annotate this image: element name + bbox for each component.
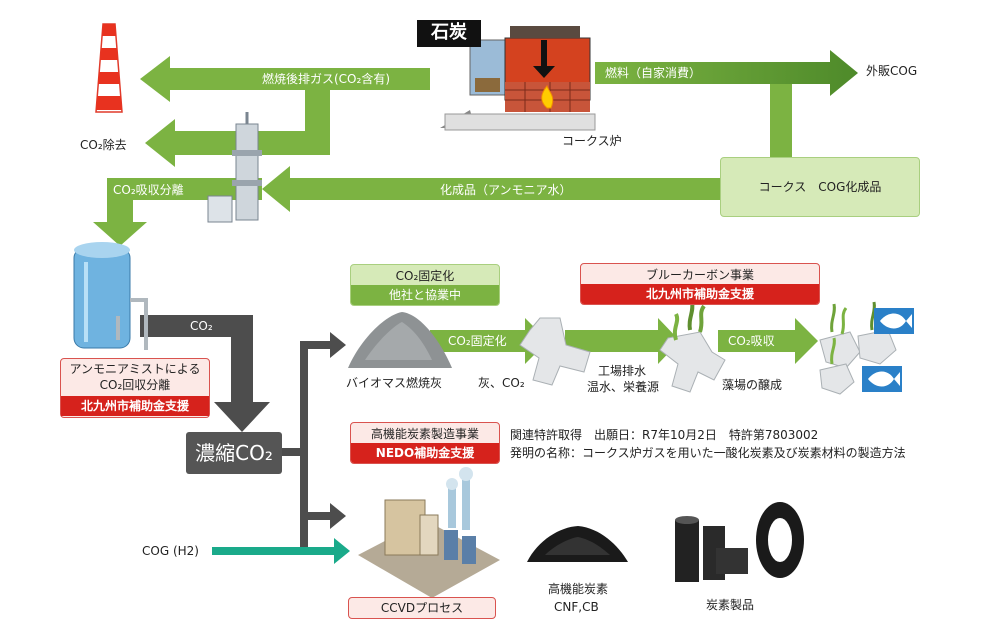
co2-absorption-arrow xyxy=(718,318,818,364)
cog-h2-arrow xyxy=(212,538,350,564)
coke-oven-label: コークス炉 xyxy=(562,134,622,148)
ammonia-tank-icon xyxy=(73,242,148,350)
tetrapod-icon xyxy=(519,317,591,386)
coal-label: 石炭 xyxy=(417,20,481,47)
concentrated-co2-box: 濃縮CO₂ xyxy=(186,432,282,474)
co2-flow-label: CO₂ xyxy=(190,319,213,333)
absorption-tower-icon xyxy=(207,112,262,223)
co2-removal-label: CO₂除去 xyxy=(80,138,127,152)
fish-icon-2 xyxy=(862,366,902,392)
biomass-ash-label: バイオマス燃焼灰 xyxy=(346,376,443,390)
to-biomass-arrow xyxy=(300,332,346,358)
external-cog-label: 外販COG xyxy=(866,64,918,78)
fish-icon-1 xyxy=(874,308,914,334)
cog-h2-label: COG (H2) xyxy=(142,544,199,558)
carbon-material-icon xyxy=(527,526,628,562)
co2-fixation-box: CO₂固定化 他社と協業中 xyxy=(350,264,500,306)
coke-oven-icon xyxy=(440,26,596,131)
co2-removal-arrow xyxy=(145,90,330,167)
chemical-products-arrow xyxy=(262,166,720,212)
carbon-products-label: 炭素製品 xyxy=(706,598,755,612)
kitakyushu-subsidy-badge-1: 北九州市補助金支援 xyxy=(61,396,209,416)
seaweed-cluster-icon xyxy=(819,301,897,395)
to-ccvd-arrow xyxy=(300,503,346,529)
co2-absorb-sep-label: CO₂吸収分離 xyxy=(113,183,184,197)
tetrapod-seaweed-icon xyxy=(659,301,726,393)
co2-fixation-arrow-label: CO₂固定化 xyxy=(448,334,507,348)
concentrated-co2-label: 濃縮CO₂ xyxy=(195,441,273,465)
concentrated-to-trunk xyxy=(280,448,304,456)
distribution-trunk xyxy=(300,345,308,550)
carbon-products-icon xyxy=(675,502,804,582)
patent-line2: 発明の名称：コークス炉ガスを用いた一酸化炭素及び炭素材料の製造方法 xyxy=(510,446,906,460)
blue-carbon-box: ブルーカーボン事業 北九州市補助金支援 xyxy=(580,263,820,305)
ccvd-process-label: CCVDプロセス xyxy=(380,601,464,615)
flue-gas-arrow xyxy=(140,56,430,102)
patent-line1: 関連特許取得 出願日：R7年10月2日 特許第7803002 xyxy=(510,428,819,442)
fuel-label: 燃料（自家消費） xyxy=(605,66,702,80)
ash-pile-icon xyxy=(348,312,452,368)
ammonia-mist-box: アンモニアミストによる CO₂回収分離 北九州市補助金支援 xyxy=(60,358,210,418)
ammonia-mist-line1: アンモニアミストによる xyxy=(69,362,201,376)
blue-carbon-title: ブルーカーボン事業 xyxy=(645,268,754,282)
flue-gas-label: 燃焼後排ガス(CO₂含有) xyxy=(262,72,390,86)
factory-wastewater-line2: 温水、栄養源 xyxy=(587,380,660,394)
ammonia-mist-line2: CO₂回収分離 xyxy=(99,378,171,392)
co2-absorption-arrow-label: CO₂吸収 xyxy=(728,334,775,348)
co2-fixation-title: CO₂固定化 xyxy=(395,269,455,283)
kitakyushu-subsidy-badge-2: 北九州市補助金支援 xyxy=(581,284,819,304)
co2-fixation-arrow xyxy=(430,318,548,364)
coke-cog-products-box: コークス COG化成品 xyxy=(720,157,920,217)
hf-carbon-line1: 高機能炭素 xyxy=(548,582,609,596)
high-func-title: 高機能炭素製造事業 xyxy=(370,427,479,441)
ccvd-plant-icon xyxy=(358,467,500,598)
co2-absorb-arrow xyxy=(93,178,262,246)
seaweed-bed-label: 藻場の醸成 xyxy=(722,378,783,392)
factory-wastewater-line1: 工場排水 xyxy=(598,364,647,378)
nedo-subsidy-badge: NEDO補助金支援 xyxy=(351,443,499,463)
wastewater-arrow xyxy=(565,318,680,364)
co2-flow-arrow xyxy=(140,315,270,432)
coke-cog-products-label: コークス COG化成品 xyxy=(758,180,882,194)
ccvd-process-box: CCVDプロセス xyxy=(348,597,496,619)
fuel-to-coke-connector xyxy=(770,84,792,159)
chemical-products-label: 化成品（アンモニア水） xyxy=(440,183,572,197)
chimney-icon xyxy=(95,23,123,113)
hf-carbon-line2: CNF,CB xyxy=(554,600,599,614)
ash-co2-label: 灰、CO₂ xyxy=(478,376,525,390)
fuel-arrow xyxy=(595,50,858,96)
co2-fixation-sub: 他社と協業中 xyxy=(351,285,499,305)
high-func-carbon-box: 高機能炭素製造事業 NEDO補助金支援 xyxy=(350,422,500,464)
